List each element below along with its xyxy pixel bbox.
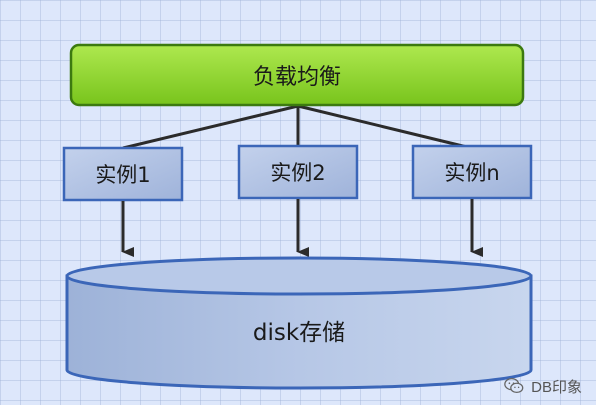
storage-label: disk存储 xyxy=(253,320,345,346)
storage-cylinder-top xyxy=(65,256,533,296)
instance-label-1: 实例1 xyxy=(95,163,150,187)
instance-node-2: 实例2 xyxy=(237,144,359,200)
storage-cylinder-body xyxy=(65,274,533,390)
load-balancer-node: 负载均衡 xyxy=(69,43,525,107)
storage-node: disk存储 xyxy=(65,256,533,390)
watermark-text: DB印象 xyxy=(531,378,582,396)
instance-box-1 xyxy=(62,146,184,202)
instance-label-n: 实例n xyxy=(444,161,499,185)
wechat-icon xyxy=(504,378,524,394)
instance-box-n xyxy=(411,144,533,200)
load-balancer-label: 负载均衡 xyxy=(253,65,341,90)
connector-lb-instance-1 xyxy=(122,104,299,150)
watermark: DB印象 xyxy=(503,375,582,397)
instance-label-2: 实例2 xyxy=(270,161,325,185)
instance-node-n: 实例n xyxy=(411,144,533,200)
load-balancer-box xyxy=(69,43,525,107)
instance-box-2 xyxy=(237,144,359,200)
connector-lb-instance-n xyxy=(297,104,472,150)
instance-node-1: 实例1 xyxy=(62,146,184,202)
